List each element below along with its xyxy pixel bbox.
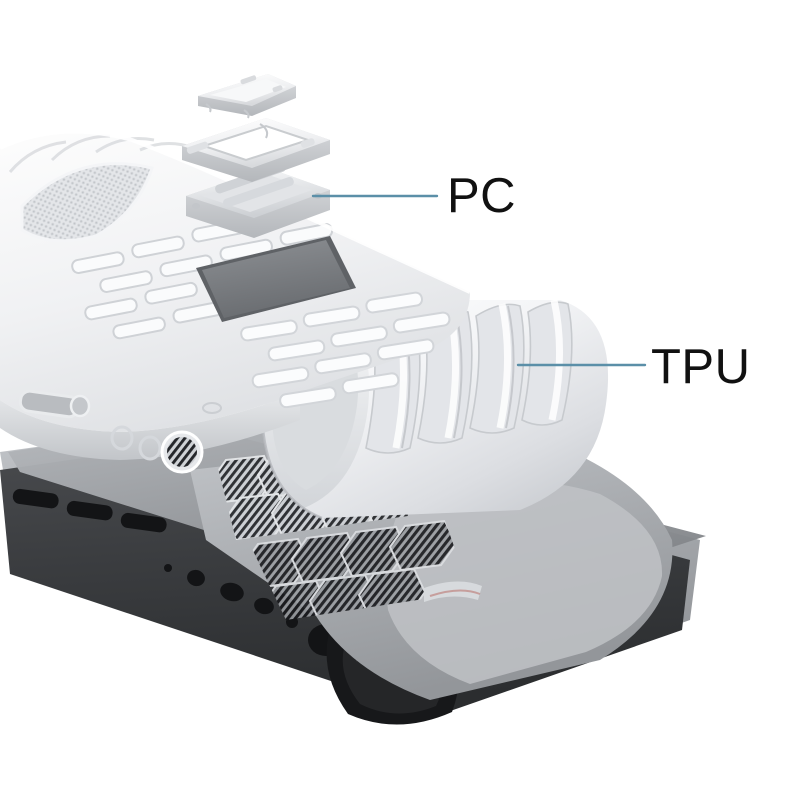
dark-recessed-panel xyxy=(196,236,356,322)
top-lid-plate xyxy=(198,74,296,119)
shell-port-cutouts xyxy=(18,389,222,474)
material-label-pc: PC xyxy=(447,169,517,223)
material-label-tpu: TPU xyxy=(651,340,751,394)
leader-lines xyxy=(311,194,647,367)
main-white-shell xyxy=(0,129,471,474)
exploded-plate-stack xyxy=(182,74,330,238)
slot-vent-grid-lower xyxy=(240,291,451,409)
middle-frame-ring xyxy=(182,118,330,182)
bottom-tray-plate xyxy=(186,162,330,238)
shell-top-ridges xyxy=(8,134,195,173)
